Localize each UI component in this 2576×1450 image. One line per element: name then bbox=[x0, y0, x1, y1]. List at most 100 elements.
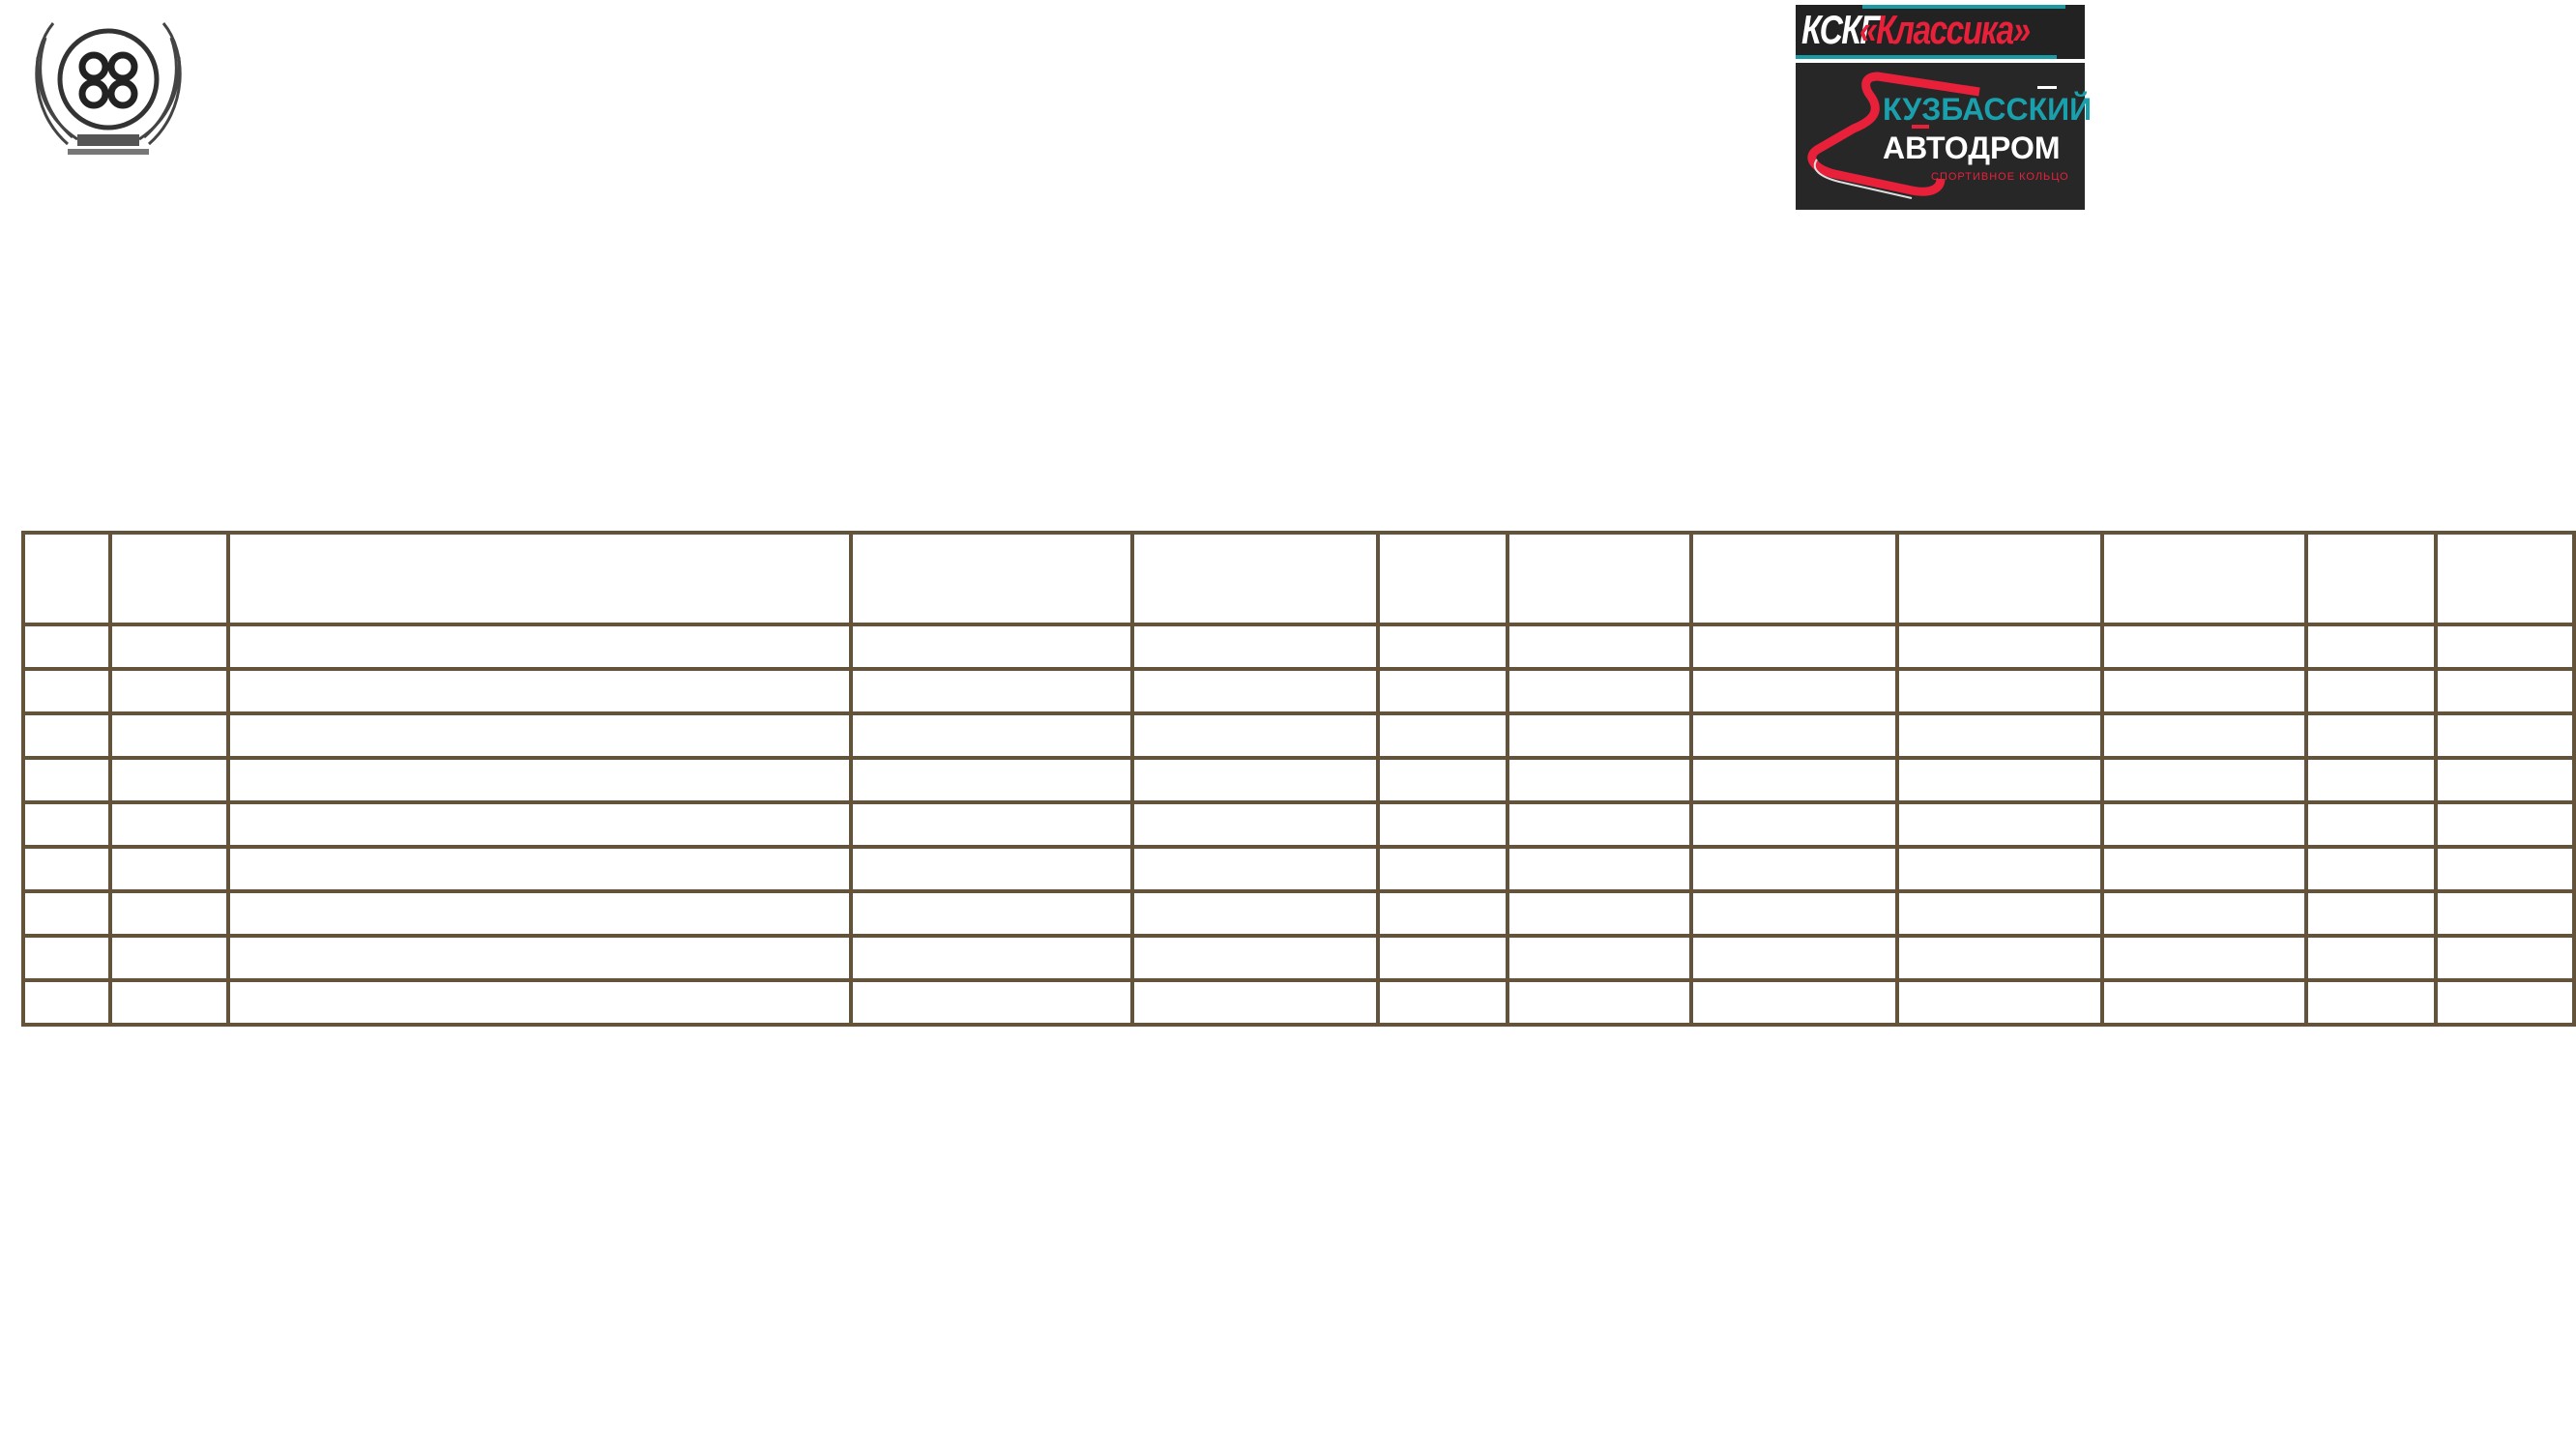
klassika-banner: КСКГ «Классика» bbox=[1796, 5, 2085, 59]
table-cell bbox=[225, 623, 853, 671]
table-cell bbox=[1129, 711, 1381, 760]
table-cell bbox=[1895, 711, 2105, 760]
table-cell bbox=[1689, 889, 1900, 938]
table-cell bbox=[1376, 889, 1510, 938]
table-row bbox=[21, 978, 2576, 1027]
table-cell bbox=[2100, 978, 2308, 1027]
table-cell bbox=[225, 756, 853, 804]
table-header-cell bbox=[21, 531, 112, 626]
table-cell bbox=[1689, 978, 1900, 1027]
kuzbass-autodrome-logo: КСКГ «Классика» КУЗБАССКИЙ АВТОДРОМ СПОР… bbox=[1796, 5, 2092, 210]
table-cell bbox=[848, 756, 1134, 804]
table-cell bbox=[1506, 800, 1694, 849]
table-cell bbox=[1506, 756, 1694, 804]
table-cell bbox=[107, 845, 230, 893]
table-cell bbox=[21, 889, 112, 938]
table-cell bbox=[107, 623, 230, 671]
table-cell bbox=[2304, 756, 2438, 804]
table-cell bbox=[2433, 845, 2576, 893]
banner-prefix: КСКГ bbox=[1801, 7, 1880, 52]
table-cell bbox=[225, 889, 853, 938]
table-header-cell bbox=[2433, 531, 2576, 626]
table-header-cell bbox=[1506, 531, 1694, 626]
table-cell bbox=[1689, 845, 1900, 893]
table-cell bbox=[107, 756, 230, 804]
table-cell bbox=[1689, 711, 1900, 760]
table-row bbox=[21, 623, 2576, 671]
race-track-icon bbox=[1807, 72, 2057, 199]
table-cell bbox=[2304, 978, 2438, 1027]
table-cell bbox=[1506, 934, 1694, 982]
table-cell bbox=[2304, 667, 2438, 715]
table-cell bbox=[1129, 845, 1381, 893]
logo-title-line2: АВТОДРОМ bbox=[1883, 130, 2061, 165]
banner-stripe bbox=[1862, 5, 2065, 9]
table-cell bbox=[848, 934, 1134, 982]
table-cell bbox=[1506, 845, 1694, 893]
table-row bbox=[21, 845, 2576, 893]
table-header-row bbox=[21, 531, 2576, 626]
table-cell bbox=[1506, 889, 1694, 938]
table-cell bbox=[21, 667, 112, 715]
table-cell bbox=[1689, 800, 1900, 849]
table-cell bbox=[1506, 623, 1694, 671]
table-cell bbox=[848, 667, 1134, 715]
table-cell bbox=[21, 711, 112, 760]
table-cell bbox=[1689, 623, 1900, 671]
table-cell bbox=[2304, 889, 2438, 938]
table-cell bbox=[1689, 756, 1900, 804]
table-cell bbox=[848, 978, 1134, 1027]
table-header-cell bbox=[2304, 531, 2438, 626]
table-cell bbox=[225, 711, 853, 760]
table-header-cell bbox=[1895, 531, 2105, 626]
banner-name: «Классика» bbox=[1859, 7, 2031, 52]
table-cell bbox=[1376, 623, 1510, 671]
table-row bbox=[21, 800, 2576, 849]
table-cell bbox=[21, 978, 112, 1027]
table-cell bbox=[1129, 623, 1381, 671]
table-header-cell bbox=[1129, 531, 1381, 626]
table-cell bbox=[848, 711, 1134, 760]
banner-stripe bbox=[1796, 55, 2057, 59]
table-cell bbox=[1895, 623, 2105, 671]
logo-title-line1: КУЗБАССКИЙ bbox=[1883, 92, 2093, 127]
table-cell bbox=[1895, 800, 2105, 849]
table-cell bbox=[21, 934, 112, 982]
table-cell bbox=[21, 800, 112, 849]
table-row bbox=[21, 667, 2576, 715]
table-cell bbox=[1895, 889, 2105, 938]
table-cell bbox=[2433, 623, 2576, 671]
table-cell bbox=[848, 623, 1134, 671]
table-cell bbox=[107, 667, 230, 715]
table-cell bbox=[1895, 667, 2105, 715]
table-cell bbox=[1895, 978, 2105, 1027]
table-cell bbox=[21, 756, 112, 804]
table-cell bbox=[1376, 934, 1510, 982]
table-cell bbox=[21, 623, 112, 671]
table-cell bbox=[1129, 756, 1381, 804]
table-cell bbox=[1129, 667, 1381, 715]
table-cell bbox=[1129, 934, 1381, 982]
table-cell bbox=[1506, 667, 1694, 715]
table-header-cell bbox=[2100, 531, 2308, 626]
table-cell bbox=[2100, 889, 2308, 938]
table-cell bbox=[2433, 934, 2576, 982]
table-cell bbox=[1376, 756, 1510, 804]
table-cell bbox=[1376, 711, 1510, 760]
table-cell bbox=[1689, 934, 1900, 982]
table-cell bbox=[2433, 978, 2576, 1027]
table-cell bbox=[848, 800, 1134, 849]
table-cell bbox=[1129, 889, 1381, 938]
table-cell bbox=[1506, 711, 1694, 760]
table-cell bbox=[107, 934, 230, 982]
table-cell bbox=[225, 978, 853, 1027]
table-row bbox=[21, 889, 2576, 938]
logo-subtitle: СПОРТИВНОЕ КОЛЬЦО bbox=[1931, 171, 2069, 183]
table-cell bbox=[225, 934, 853, 982]
table-cell bbox=[107, 800, 230, 849]
table-cell bbox=[107, 978, 230, 1027]
table-header-cell bbox=[1689, 531, 1900, 626]
table-cell bbox=[2100, 934, 2308, 982]
table-cell bbox=[2100, 667, 2308, 715]
table-cell bbox=[2100, 711, 2308, 760]
